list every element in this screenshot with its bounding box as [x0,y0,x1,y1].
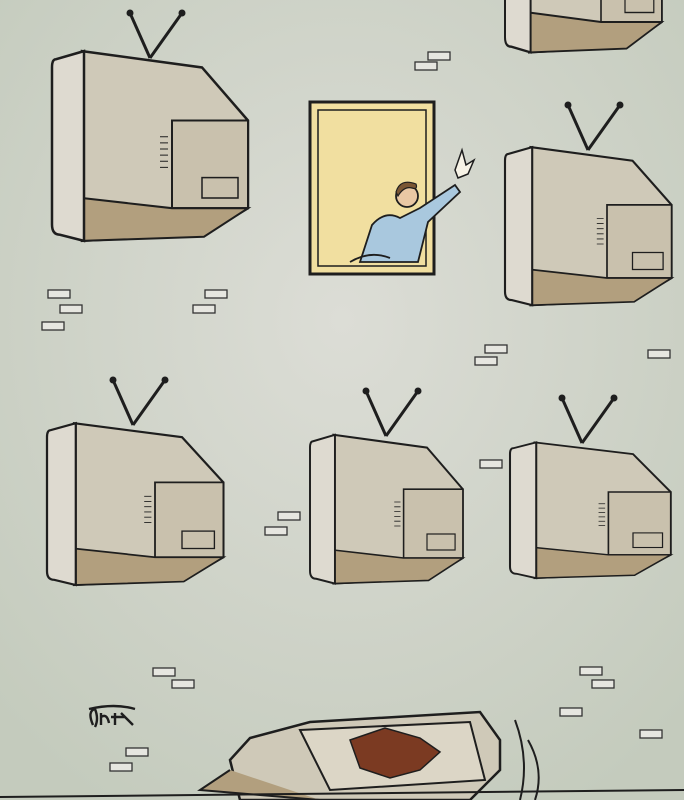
artist-signature [88,704,136,728]
broken-tv [0,710,684,800]
child [349,181,462,263]
window [308,100,476,276]
bird-icon [454,147,476,179]
